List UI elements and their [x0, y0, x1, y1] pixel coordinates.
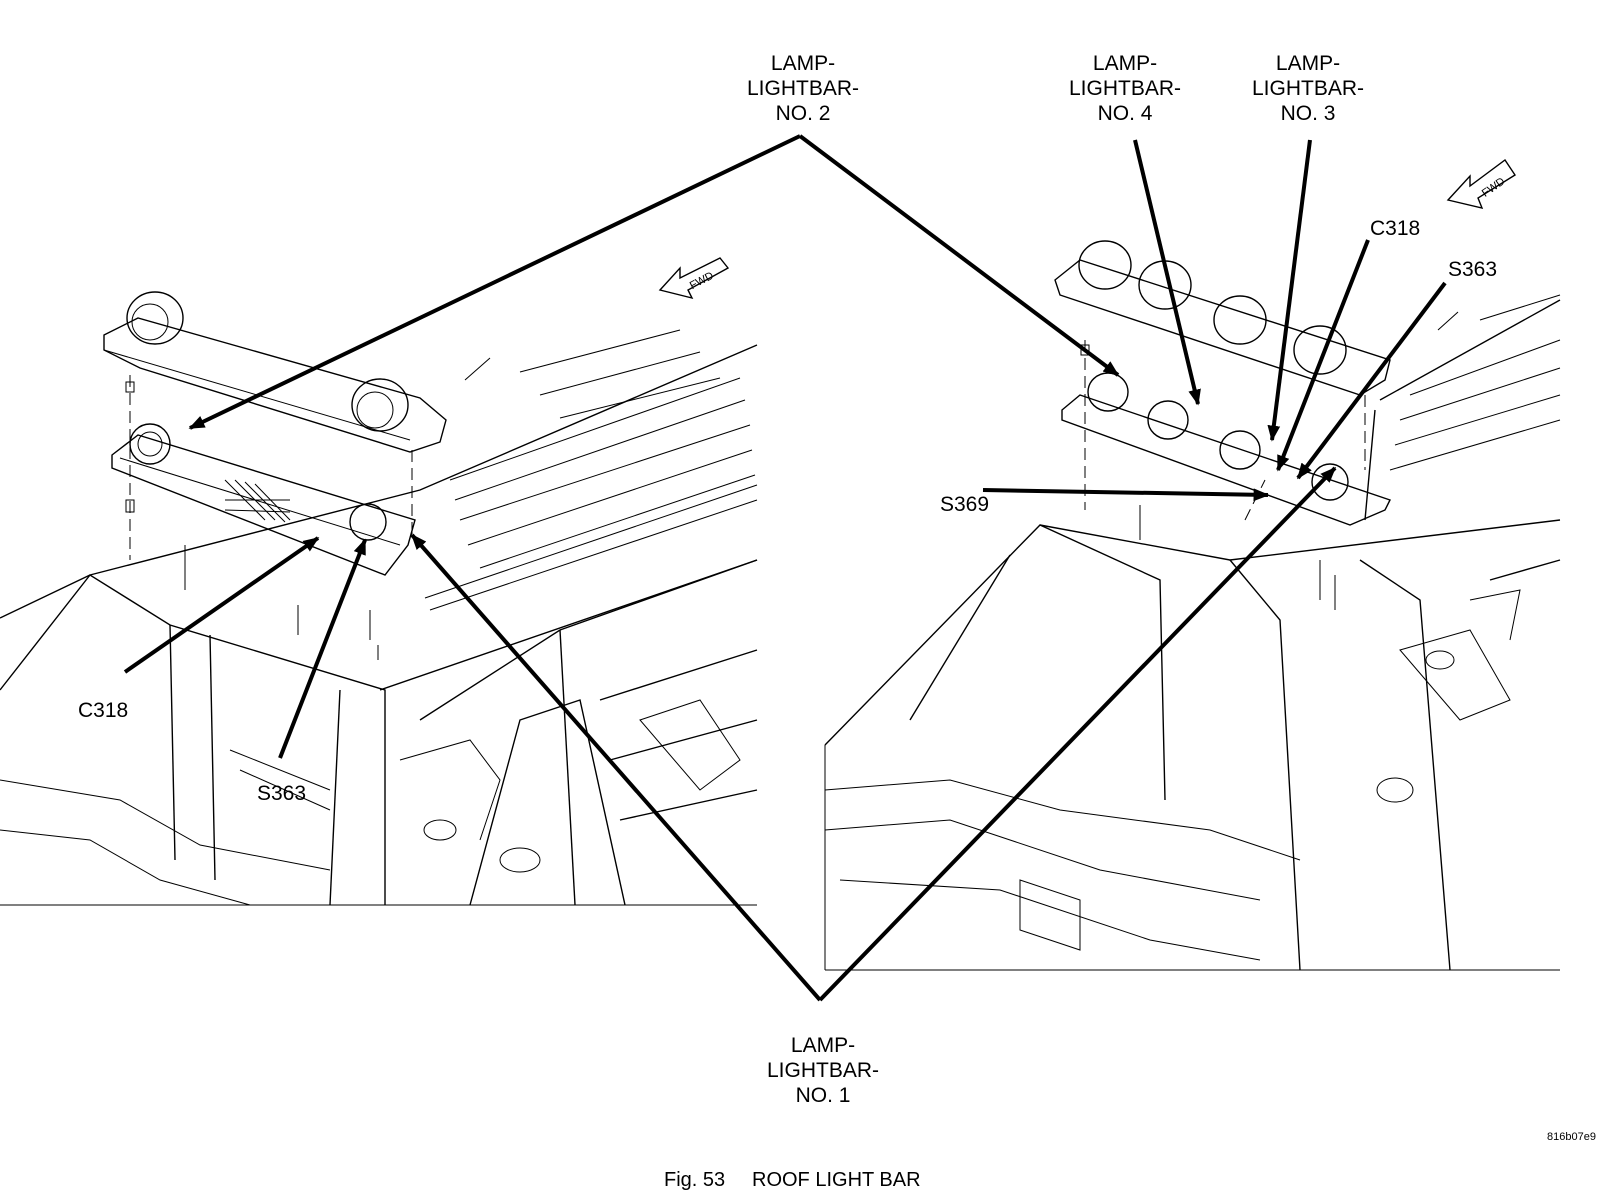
left-lightbar-base [111, 423, 416, 576]
left-view [0, 291, 758, 906]
left-roof-panel [0, 329, 758, 691]
right-fasteners [1080, 311, 1459, 610]
right-lightbar-base [1061, 372, 1391, 526]
lamp-no1-line2: LIGHTBAR- [767, 1059, 879, 1082]
lamp-no2-line3: NO. 2 [776, 102, 831, 125]
callout-lamp-no1: LAMP- LIGHTBAR- NO. 1 [767, 1034, 879, 1107]
s369-right-label: S369 [940, 493, 989, 516]
figure-code: 816b07e9 [1547, 1131, 1596, 1143]
right-body-structure [824, 524, 1561, 971]
lamp-no3-line3: NO. 3 [1281, 102, 1336, 125]
fwd-label-left: FWD [688, 270, 716, 292]
lamp-no3-line2: LIGHTBAR- [1252, 77, 1364, 100]
fwd-arrow-icon [658, 257, 730, 300]
fwd-label-right: FWD [1480, 175, 1507, 199]
figure-number: Fig. 53 [664, 1169, 725, 1191]
s363-right-label: S363 [1448, 258, 1497, 281]
right-lightbar-cover [1054, 240, 1391, 396]
callout-lamp-no2: LAMP- LIGHTBAR- NO. 2 [747, 52, 859, 125]
lamp-no2-line2: LIGHTBAR- [747, 77, 859, 100]
callout-lamp-no4: LAMP- LIGHTBAR- NO. 4 [1069, 52, 1181, 125]
right-view [824, 240, 1561, 971]
lamp-no4-line2: LIGHTBAR- [1069, 77, 1181, 100]
lamp-no2-line1: LAMP- [771, 52, 835, 75]
lamp-no1-line3: NO. 1 [796, 1084, 851, 1107]
lamp-no4-line1: LAMP- [1093, 52, 1157, 75]
c318-right-label: C318 [1370, 217, 1420, 240]
leader-lines [123, 134, 1447, 1002]
left-body-structure [0, 559, 758, 906]
left-lightbar-cover [103, 291, 447, 453]
c318-left-label: C318 [78, 699, 128, 722]
fwd-arrow-right: FWD [1446, 158, 1516, 209]
fwd-arrow-left: FWD [658, 257, 730, 300]
figure-title: ROOF LIGHT BAR [752, 1169, 921, 1191]
left-fasteners [125, 357, 491, 660]
lamp-no1-line1: LAMP- [791, 1034, 855, 1057]
lamp-no3-line1: LAMP- [1276, 52, 1340, 75]
fwd-arrow-icon [1446, 158, 1516, 209]
s363-left-label: S363 [257, 782, 306, 805]
callout-lamp-no3: LAMP- LIGHTBAR- NO. 3 [1252, 52, 1364, 125]
lamp-no4-line3: NO. 4 [1098, 102, 1153, 125]
figure-caption: Fig. 53 ROOF LIGHT BAR [664, 1169, 921, 1191]
